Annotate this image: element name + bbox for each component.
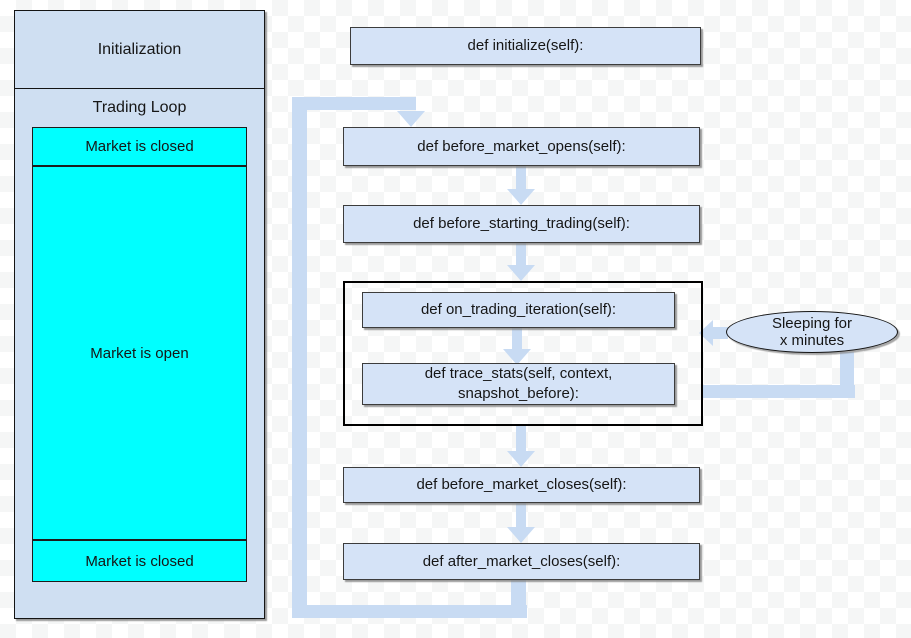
sleep-ellipse: Sleeping for x minutes: [726, 311, 898, 353]
node-before-market-closes-label: def before_market_closes(self):: [416, 476, 627, 493]
state-label: Market is closed: [85, 138, 194, 155]
loop-arrowhead-icon: [397, 111, 425, 127]
arrowhead-opens-to-starting-icon: [507, 189, 535, 205]
arrow-opens-to-starting: [516, 166, 526, 192]
arrowhead-closes-to-after-icon: [507, 527, 535, 543]
arrow-starting-to-iteration: [516, 243, 526, 267]
node-initialize-label: def initialize(self):: [467, 37, 584, 54]
arrowhead-starting-to-iteration-icon: [507, 265, 535, 281]
trading-iteration-container: [343, 281, 703, 426]
node-on-trading-iteration: def on_trading_iteration(self):: [362, 292, 675, 328]
arrow-container-to-closes: [516, 426, 526, 453]
state-label: Market is open: [90, 344, 189, 362]
state-market-closed-bottom: Market is closed: [32, 540, 247, 582]
state-label: Market is closed: [85, 552, 194, 570]
sleep-arrow-segment-riser: [840, 352, 854, 398]
arrowhead-container-to-closes-icon: [507, 451, 535, 467]
initialization-label: Initialization: [97, 40, 182, 58]
trading-loop-label: Trading Loop: [92, 99, 187, 116]
loop-arrow-segment-top: [292, 97, 416, 110]
sleep-label-line2: x minutes: [779, 332, 845, 349]
node-after-market-closes: def after_market_closes(self):: [343, 543, 700, 580]
node-on-trading-iteration-label: def on_trading_iteration(self):: [420, 301, 617, 318]
node-before-starting-trading: def before_starting_trading(self):: [343, 205, 700, 243]
arrowhead-iteration-to-trace-icon: [503, 349, 531, 365]
arrow-iteration-to-trace: [512, 328, 522, 351]
node-after-market-closes-label: def after_market_closes(self):: [422, 552, 621, 570]
state-market-closed-top: Market is closed: [32, 127, 247, 166]
node-before-starting-trading-label: def before_starting_trading(self):: [413, 215, 630, 232]
arrow-closes-to-after: [516, 503, 526, 529]
node-initialize: def initialize(self):: [350, 27, 701, 65]
state-market-open: Market is open: [32, 166, 247, 540]
node-trace-stats-label: def trace_stats(self, context, snapshot_…: [424, 365, 613, 402]
panel-header-initialization: Initialization: [15, 11, 264, 89]
node-trace-stats: def trace_stats(self, context, snapshot_…: [362, 363, 675, 405]
node-before-market-opens: def before_market_opens(self):: [343, 127, 700, 166]
node-before-market-opens-label: def before_market_opens(self):: [417, 137, 626, 155]
node-before-market-closes: def before_market_closes(self):: [343, 467, 700, 503]
sleep-arrow-segment-stub: [713, 327, 728, 339]
sleep-arrow-segment-bottom: [703, 385, 855, 398]
sleep-label-line1: Sleeping for: [771, 315, 853, 332]
loop-arrow-segment-bottom: [292, 605, 527, 618]
loop-arrow-segment-left: [292, 97, 307, 618]
